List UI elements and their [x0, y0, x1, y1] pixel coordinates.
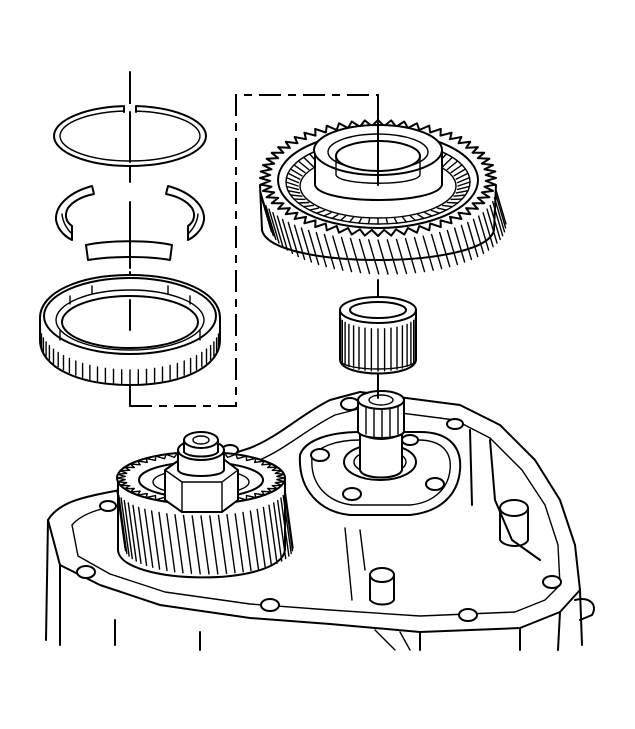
helical-gear	[259, 94, 507, 275]
snap-ring	[53, 104, 207, 167]
synchronizer-inner-ring-halves	[54, 185, 206, 241]
needle-bearing	[339, 296, 417, 375]
splined-shaft	[357, 390, 405, 479]
counter-gear-with-nut	[116, 431, 294, 579]
synchronizer-outer-ring	[39, 274, 221, 386]
synchronizer-center-cone	[85, 239, 173, 269]
